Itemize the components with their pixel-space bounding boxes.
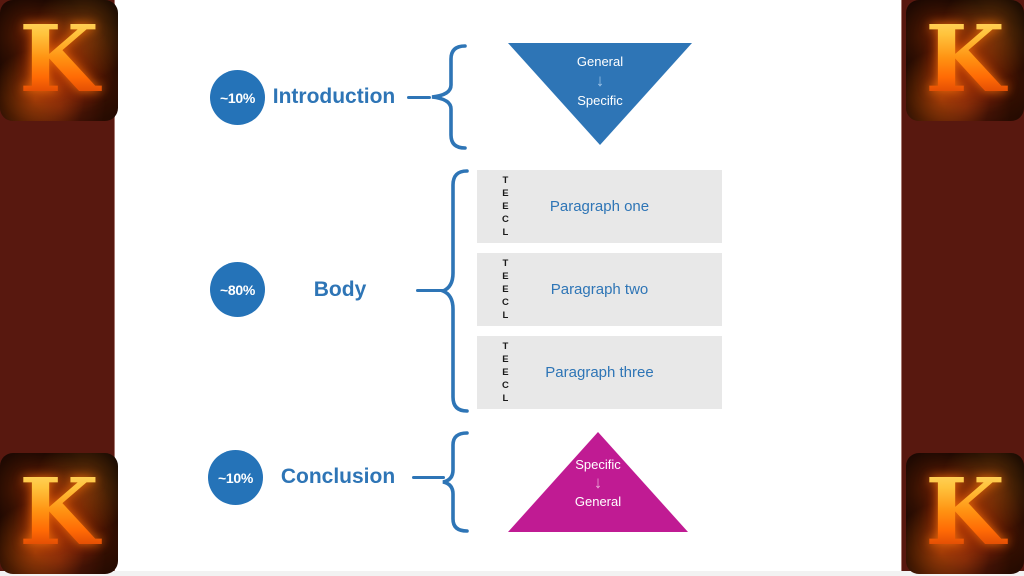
body-brace — [438, 169, 469, 413]
fire-k-logo-top-left: K — [0, 0, 118, 121]
fire-k-letter: K — [0, 0, 118, 121]
teecl-acronym: T E E C L — [502, 175, 509, 238]
funnel-bottom-text: Specific — [577, 93, 623, 108]
fire-k-logo-top-right: K — [906, 0, 1024, 121]
fire-k-letter: K — [0, 453, 118, 574]
paragraph-one-box: T E E C L Paragraph one — [477, 170, 722, 243]
funnel-top-text: General — [576, 54, 624, 69]
teecl-acronym: T E E C L — [502, 258, 509, 321]
introduction-label: Introduction — [272, 85, 396, 108]
introduction-percent-badge: ~10% — [210, 70, 265, 125]
conclusion-percent-badge: ~10% — [208, 450, 263, 505]
introduction-connector-line — [407, 95, 431, 99]
paragraph-two-box: T E E C L Paragraph two — [477, 253, 722, 326]
paragraph-three-box: T E E C L Paragraph three — [477, 336, 722, 409]
fire-k-letter: K — [906, 0, 1024, 121]
paragraph-one-label: Paragraph one — [549, 198, 650, 215]
teecl-acronym: T E E C L — [502, 341, 509, 404]
conclusion-label: Conclusion — [280, 465, 396, 488]
body-label: Body — [313, 278, 367, 301]
funnel-top-text: Specific — [575, 457, 621, 472]
fire-k-letter: K — [906, 453, 1024, 574]
paragraph-two-label: Paragraph two — [550, 281, 649, 298]
bottom-edge-strip — [0, 571, 1024, 576]
down-arrow-icon: ↓ — [595, 71, 605, 90]
conclusion-connector-line — [412, 475, 445, 479]
body-connector-line — [416, 288, 445, 292]
fire-k-logo-bottom-left: K — [0, 453, 118, 574]
down-arrow-icon: ↓ — [593, 473, 603, 492]
funnel-bottom-text: General — [574, 494, 622, 509]
fire-k-logo-bottom-right: K — [906, 453, 1024, 574]
body-percent-badge: ~80% — [210, 262, 265, 317]
conclusion-brace — [442, 431, 469, 533]
introduction-brace — [431, 44, 467, 150]
paragraph-three-label: Paragraph three — [545, 364, 654, 381]
